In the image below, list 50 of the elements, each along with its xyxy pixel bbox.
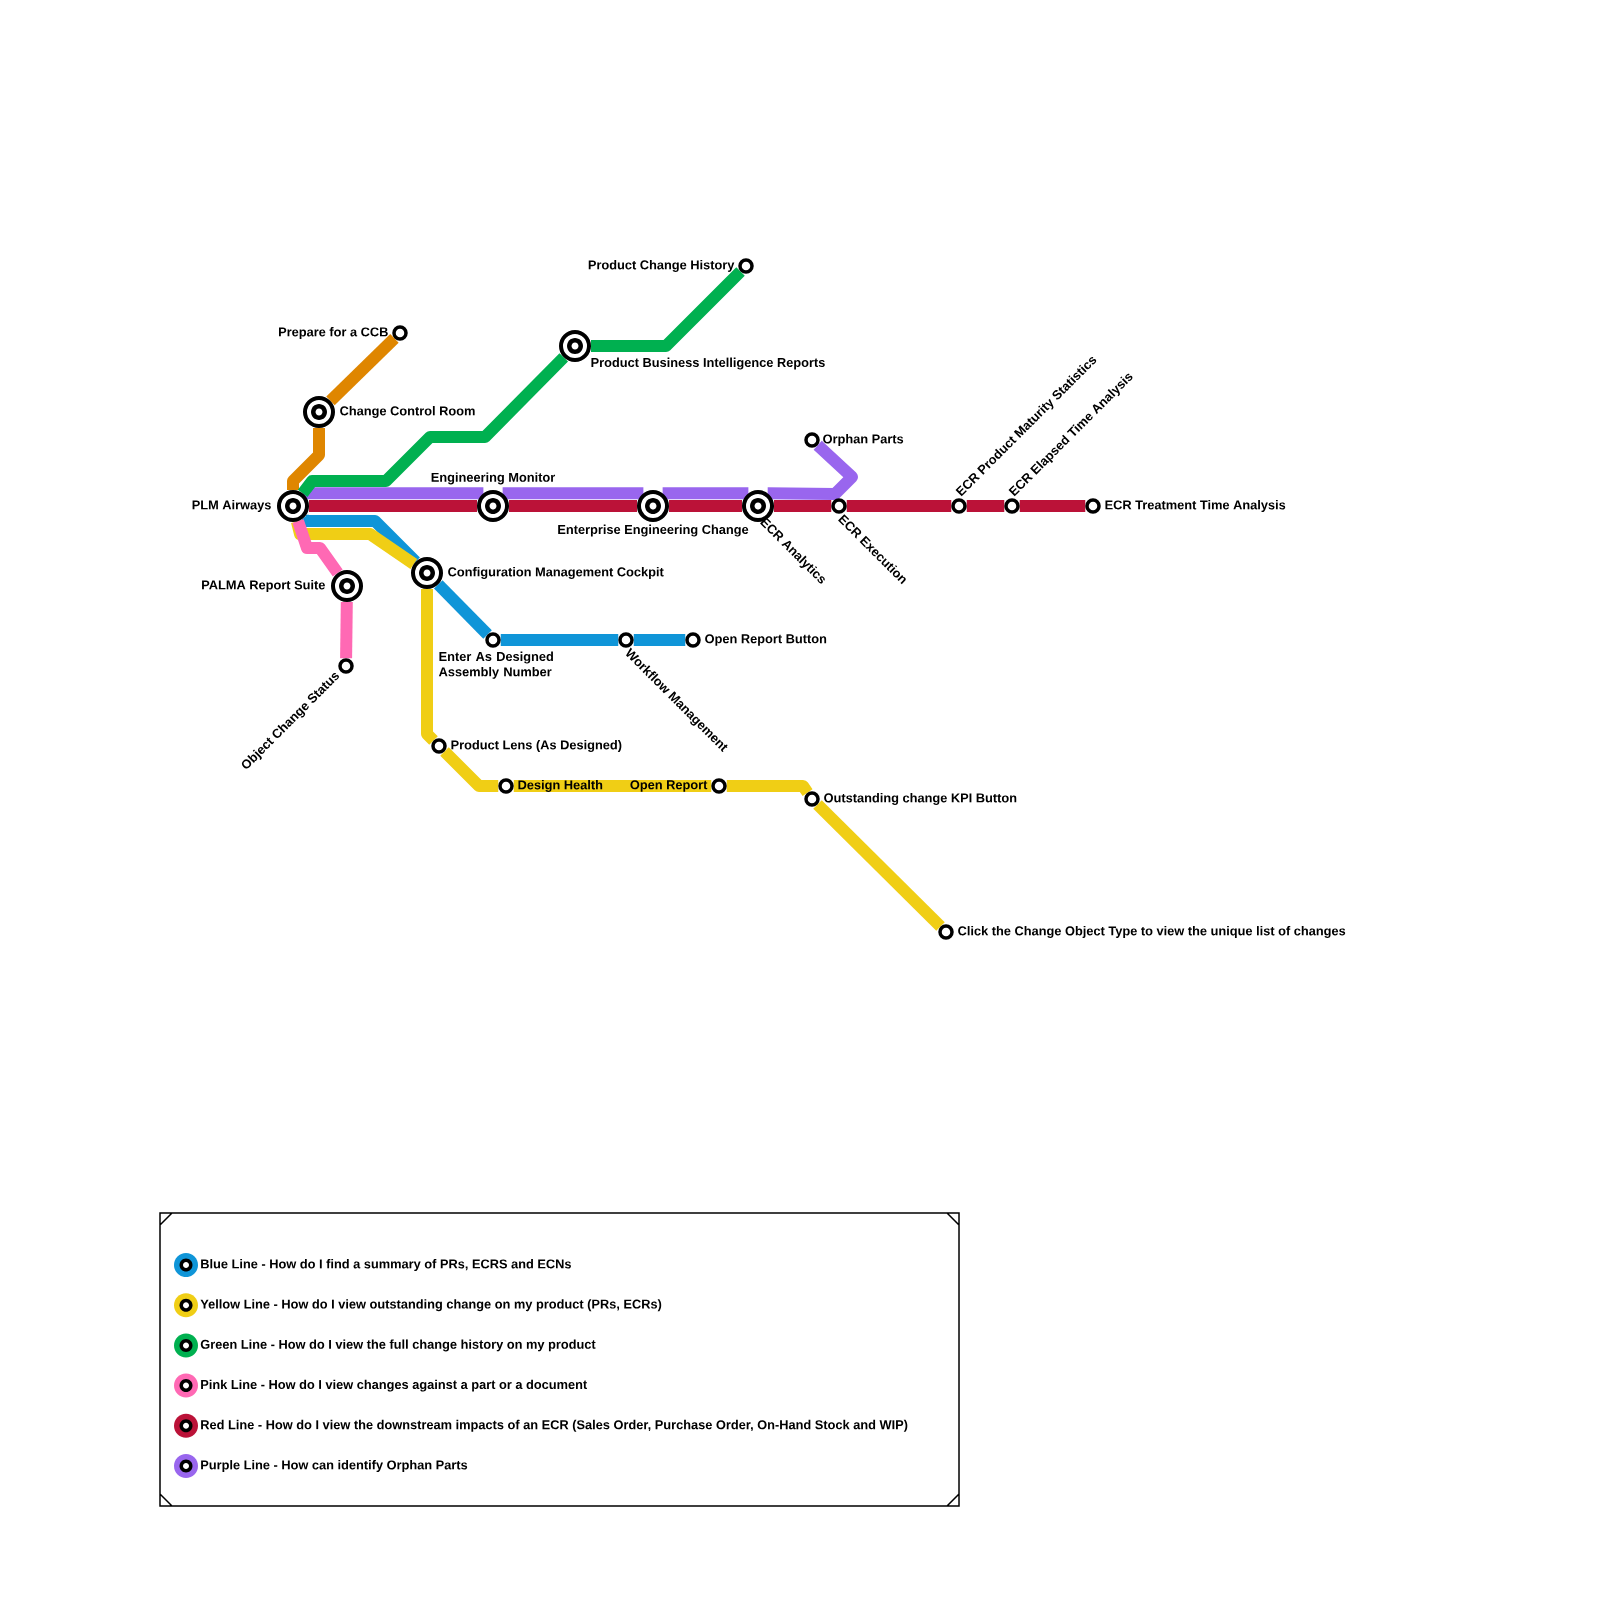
metro-line (309, 500, 477, 512)
metro-line (502, 487, 644, 500)
station-label: Click the Change Object Type to view the unique list of changes (958, 926, 1346, 938)
metro-line (509, 500, 637, 512)
legend-text: Blue Line - How do I find a summary of PRs, ECRS and ECNs (201, 1259, 571, 1271)
metro-line (846, 500, 952, 512)
legend-text: Yellow Line - How do I view outstanding change on my product (PRs, ECRs) (200, 1299, 662, 1312)
station-label: Prepare for a CCB (279, 327, 388, 339)
legend-text: Pink Line - How do I view changes against a part or a document (201, 1379, 587, 1392)
metro-line (662, 487, 749, 500)
metro-line (291, 520, 418, 569)
metro-line (726, 780, 813, 797)
metro-line (440, 747, 499, 792)
station-label: Configuration Management Cockpit (448, 567, 664, 579)
metro-line (326, 334, 399, 406)
metro-line (633, 634, 686, 646)
station-label: Open Report (630, 780, 708, 792)
metro-line (421, 589, 438, 745)
metro-line (591, 267, 745, 352)
metro-line (966, 500, 1005, 512)
station-label: Enter As Designed Assembly Number (438, 651, 553, 679)
station-label: Product Change History (588, 260, 735, 272)
station-label: PLM Airways (192, 500, 271, 512)
station-label: Product Business Intelligence Reports (591, 357, 825, 370)
metro-line (340, 601, 353, 659)
legend-text: Green Line - How do I view the full change history on my product (200, 1339, 596, 1352)
station-label: PALMA Report Suite (202, 580, 325, 592)
metro-line (1019, 500, 1086, 512)
metro-line (287, 428, 325, 490)
metro-line (433, 580, 492, 639)
station-label: Orphan Parts (823, 434, 904, 446)
station-label: Engineering Monitor (431, 472, 556, 485)
metro-line (669, 500, 742, 512)
metro-line (774, 500, 832, 512)
station-label: ECR Treatment Time Analysis (1105, 500, 1286, 512)
metro-line (302, 487, 484, 500)
metro-line (513, 780, 712, 792)
metro-line (767, 440, 858, 500)
legend-text: Purple Line - How can identify Orphan Parts (201, 1460, 468, 1472)
station-label: Design Health (518, 780, 603, 792)
station-label: Enterprise Engineering Change (558, 524, 749, 537)
station-label: Outstanding change KPI Button (824, 793, 1017, 805)
metro-line (813, 800, 945, 931)
metro-line (297, 353, 569, 497)
legend-text: Red Line - How do I view the downstream impacts of an ECR (Sales Order, Purchase Order, On-Hand Stock and WIP) (201, 1419, 908, 1432)
station-label: Change Control Room (340, 406, 475, 418)
station-label: Open Report Button (705, 634, 827, 646)
metro-line (500, 634, 619, 646)
station-label: Product Lens (As Designed) (451, 740, 622, 752)
metro-line (292, 519, 343, 577)
